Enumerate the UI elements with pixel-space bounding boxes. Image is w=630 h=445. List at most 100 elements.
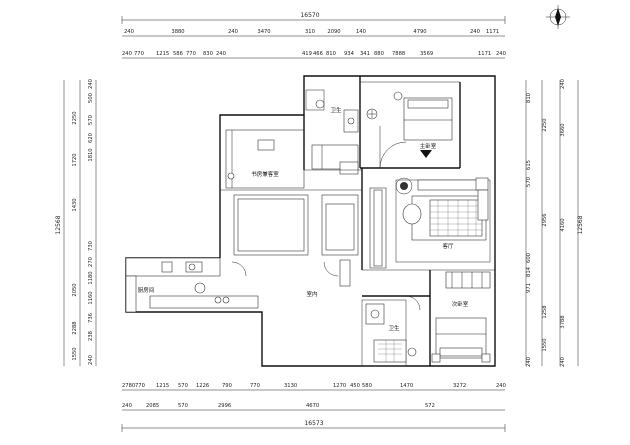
svg-text:450: 450 [350,383,360,389]
master-bedroom: 主卧室 [366,91,453,169]
left-dimension-col2: 240 500 570 620 1810 730 270 1180 1160 7… [88,79,97,366]
svg-text:1550: 1550 [542,338,548,351]
svg-text:1171: 1171 [478,51,491,57]
svg-text:4790: 4790 [413,29,426,35]
room-label-second-bedroom: 次卧室 [452,300,469,308]
svg-text:1550: 1550 [72,347,78,360]
svg-text:770: 770 [135,383,145,389]
svg-text:310: 310 [305,29,315,35]
svg-text:240: 240 [496,383,506,389]
bathroom-bottom: 卫生 [361,295,421,367]
svg-text:620: 620 [88,133,94,143]
svg-text:1270: 1270 [333,383,346,389]
wardrobe-left [233,194,309,256]
dim-top-overall: 16570 [300,12,319,19]
svg-text:4160: 4160 [560,218,566,231]
svg-text:240: 240 [496,51,506,57]
svg-text:2050: 2050 [72,283,78,296]
svg-text:1160: 1160 [88,291,94,304]
left-dimension-col1: 2250 1720 1430 2050 2288 1550 [72,80,81,366]
svg-text:586: 586 [173,51,183,57]
svg-text:3130: 3130 [284,383,297,389]
living-room: 客厅 [395,177,491,263]
top-dimension-row1: 240 3880 240 3470 310 2090 140 4790 240 … [122,29,505,37]
bottom-dimension-overall: 16573 [121,420,506,432]
svg-text:270: 270 [88,257,94,267]
dim-bottom-overall: 16573 [304,420,323,427]
svg-text:3272: 3272 [453,383,466,389]
svg-text:934: 934 [344,51,355,57]
svg-text:466: 466 [313,51,323,57]
svg-text:2090: 2090 [327,29,340,35]
svg-text:240: 240 [216,51,226,57]
bottom-dimension-row1: 2780 770 1215 570 1226 790 770 3130 1270… [122,383,506,391]
svg-text:238: 238 [88,331,94,341]
svg-text:570: 570 [88,115,94,125]
right-dimension-col3: 810 615 570 600 814 971 240 [525,80,532,367]
svg-text:971: 971 [526,283,532,293]
svg-text:1470: 1470 [400,383,413,389]
svg-text:770: 770 [186,51,196,57]
room-label-bathroom-bottom: 卫生 [388,324,400,332]
svg-text:2250: 2250 [542,118,548,131]
svg-text:880: 880 [374,51,384,57]
svg-text:240: 240 [228,29,238,35]
svg-text:3569: 3569 [420,51,433,57]
svg-text:240: 240 [124,29,134,35]
svg-text:3470: 3470 [257,29,270,35]
interior-walls [220,115,495,366]
svg-text:2996: 2996 [218,403,231,409]
svg-text:2250: 2250 [72,111,78,124]
svg-text:1215: 1215 [156,51,169,57]
svg-text:140: 140 [356,29,366,35]
kitchen: 厨房间 [125,257,259,313]
svg-text:770: 770 [250,383,260,389]
top-dimension-overall: 16570 [121,12,506,24]
svg-text:580: 580 [362,383,372,389]
svg-text:240: 240 [560,79,566,89]
right-dimension-col1: 240 3660 4160 3788 240 [559,79,566,367]
svg-text:1258: 1258 [542,305,548,318]
corridor-column [369,187,387,269]
svg-text:830: 830 [203,51,213,57]
second-bedroom: 次卧室 [431,271,491,363]
room-label-living-room: 客厅 [442,242,454,250]
svg-text:240: 240 [470,29,480,35]
svg-text:1226: 1226 [196,383,209,389]
svg-text:570: 570 [526,177,532,187]
svg-text:4670: 4670 [306,403,319,409]
svg-text:810: 810 [326,51,336,57]
room-label-study: 书房兼客室 [251,170,279,178]
room-label-dining: 室内 [306,290,317,298]
svg-text:2288: 2288 [72,321,78,334]
study-room: 书房兼客室 [225,129,305,189]
svg-text:240: 240 [560,357,566,367]
room-label-kitchen: 厨房间 [138,286,155,294]
room-label-bathroom-top: 卫生 [330,106,342,114]
svg-text:615: 615 [526,160,532,170]
right-dimension-overall: 12568 [577,80,584,366]
svg-text:2085: 2085 [146,403,159,409]
bathroom-top: 卫生 [305,89,359,175]
svg-text:419: 419 [302,51,312,57]
svg-text:240: 240 [122,403,132,409]
svg-text:570: 570 [178,403,188,409]
svg-text:600: 600 [526,253,532,263]
svg-text:3880: 3880 [171,29,184,35]
svg-text:12568: 12568 [577,215,584,234]
svg-text:12568: 12568 [55,215,62,234]
compass-icon [546,5,570,29]
svg-text:1810: 1810 [88,148,94,161]
svg-text:810: 810 [526,93,532,103]
svg-text:770: 770 [134,51,144,57]
left-dimension-overall: 12568 [55,80,65,366]
svg-text:730: 730 [88,241,94,251]
svg-text:1180: 1180 [88,271,94,284]
svg-text:240: 240 [88,79,94,89]
dining-area: 室内 [306,259,351,298]
room-label-master-bedroom: 主卧室 [420,142,437,150]
svg-text:341: 341 [360,51,370,57]
svg-text:570: 570 [178,383,188,389]
svg-text:1215: 1215 [156,383,169,389]
